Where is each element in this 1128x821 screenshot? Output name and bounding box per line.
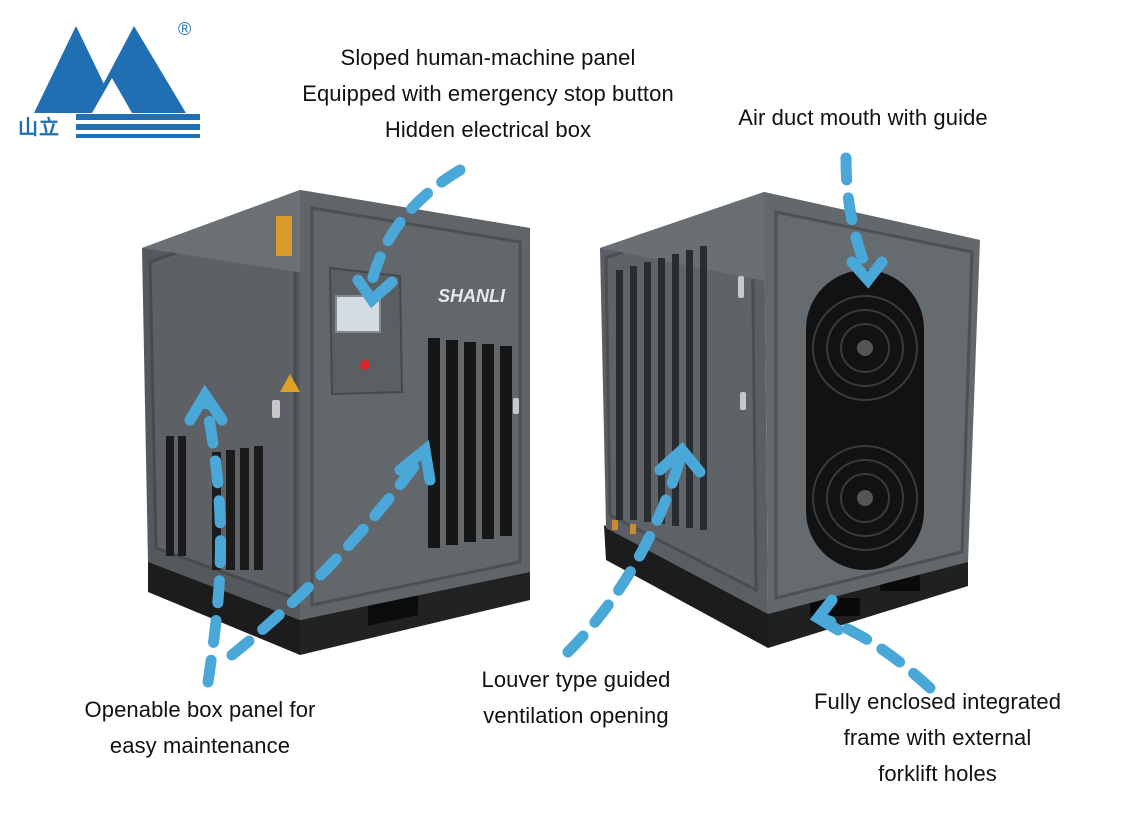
caption-line: Louver type guided <box>481 667 671 692</box>
right-compressor-unit <box>600 192 980 648</box>
machine-badge: SHANLI <box>438 286 506 306</box>
left-compressor-unit: SHANLI <box>142 190 530 655</box>
caption-line: Equipped with emergency stop button <box>302 81 674 106</box>
caption-box-panel: Openable box panel for easy maintenance <box>60 692 340 764</box>
annotation-arrows <box>199 152 936 694</box>
caption-hmi-panel: Sloped human-machine panel Equipped with… <box>283 40 693 148</box>
caption-line: Sloped human-machine panel <box>340 45 636 70</box>
caption-line: Air duct mouth with guide <box>738 105 988 130</box>
caption-line: ventilation opening <box>483 703 669 728</box>
caption-line: Fully enclosed integrated <box>813 689 1062 714</box>
registered-mark: ® <box>178 19 192 39</box>
caption-frame: Fully enclosed integrated frame with ext… <box>790 684 1085 792</box>
caption-line: easy maintenance <box>109 733 291 758</box>
caption-line: frame with external <box>843 725 1032 750</box>
caption-line: Openable box panel for <box>84 697 316 722</box>
caption-line: Hidden electrical box <box>384 117 592 142</box>
caption-air-duct: Air duct mouth with guide <box>718 100 1008 136</box>
company-logo <box>14 18 214 148</box>
caption-line: forklift holes <box>878 761 997 786</box>
logo-text: 山立 <box>18 115 60 139</box>
caption-louver: Louver type guided ventilation opening <box>456 662 696 734</box>
